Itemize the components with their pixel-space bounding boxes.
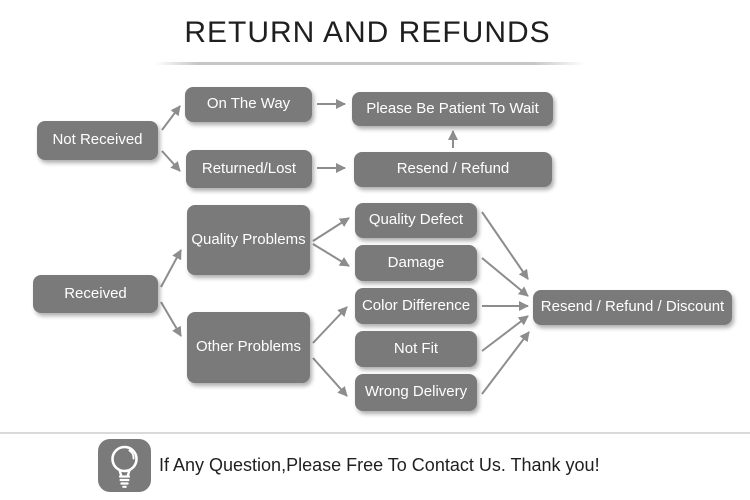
arrow-other-problems-to-color-difference <box>312 306 348 344</box>
arrow-not-received-to-on-the-way <box>161 105 181 131</box>
footer-divider <box>0 432 750 434</box>
node-received: Received <box>33 275 158 313</box>
node-quality-defect: Quality Defect <box>355 203 477 238</box>
arrow-received-to-other-problems <box>160 301 182 337</box>
node-wrong-delivery: Wrong Delivery <box>355 374 477 411</box>
node-other-problems: Other Problems <box>187 312 310 383</box>
title-underline <box>155 62 585 65</box>
node-quality-problems: Quality Problems <box>187 205 310 275</box>
arrow-damage-to-final <box>481 257 529 297</box>
arrow-quality-problems-to-damage <box>312 243 350 267</box>
arrow-not-fit-to-final <box>481 315 529 352</box>
footer: If Any Question,Please Free To Contact U… <box>98 438 738 493</box>
node-on-the-way: On The Way <box>185 87 312 122</box>
arrow-quality-defect-to-final <box>481 211 529 280</box>
node-not-fit: Not Fit <box>355 331 477 367</box>
arrow-wrong-delivery-to-final <box>481 331 530 395</box>
light-bulb-icon <box>98 439 151 492</box>
footer-message: If Any Question,Please Free To Contact U… <box>159 455 600 475</box>
page-title: RETURN AND REFUNDS <box>184 16 551 49</box>
node-resend-refund-discount: Resend / Refund / Discount <box>533 290 732 325</box>
arrow-not-received-to-returned-lost <box>161 150 181 172</box>
node-not-received: Not Received <box>37 121 158 160</box>
arrow-quality-problems-to-quality-defect <box>312 217 350 242</box>
node-please-be-patient-to-wait: Please Be Patient To Wait <box>352 92 553 126</box>
node-returned-lost: Returned/Lost <box>186 150 312 188</box>
node-damage: Damage <box>355 245 477 281</box>
arrow-other-problems-to-wrong-delivery <box>312 357 348 397</box>
node-color-difference: Color Difference <box>355 288 477 324</box>
node-resend-refund: Resend / Refund <box>354 152 552 187</box>
arrow-received-to-quality-problems <box>160 249 182 288</box>
